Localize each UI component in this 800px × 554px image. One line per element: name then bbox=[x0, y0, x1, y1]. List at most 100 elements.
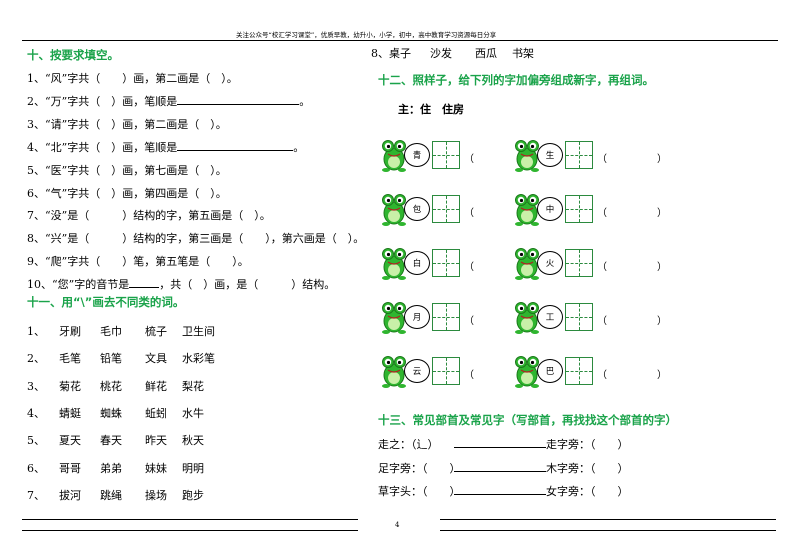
writing-grid[interactable] bbox=[432, 141, 460, 169]
word-option[interactable]: 蜻蜓 bbox=[59, 406, 81, 420]
footer-rule-left-2 bbox=[22, 530, 358, 531]
word-answer-paren[interactable]: （ ） bbox=[464, 262, 534, 273]
word-option[interactable]: 操场 bbox=[145, 488, 167, 502]
word-answer-paren[interactable]: （ ） bbox=[597, 208, 667, 219]
fill-item-4: 4、“北”字共（ ）画，笔顺是。 bbox=[27, 140, 305, 154]
base-character: 白 bbox=[404, 251, 430, 275]
word-option[interactable]: 蜘蛛 bbox=[100, 406, 122, 420]
word-option[interactable]: 鲜花 bbox=[145, 379, 167, 393]
writing-grid[interactable] bbox=[432, 357, 460, 385]
base-character: 中 bbox=[537, 197, 563, 221]
word-option[interactable]: 妹妹 bbox=[145, 461, 167, 475]
frog-icon bbox=[515, 353, 539, 393]
word-row-6: 6、哥哥弟弟妹妹明明 bbox=[27, 461, 204, 475]
word-option[interactable]: 毛巾 bbox=[100, 325, 122, 338]
radical-row-1: 走之：（辶）走字旁：（ ） bbox=[378, 437, 629, 451]
word-option[interactable]: 文具 bbox=[145, 352, 167, 366]
frog-icon bbox=[382, 353, 406, 393]
word-answer-paren[interactable]: （ ） bbox=[597, 316, 667, 327]
word-option[interactable]: 昨天 bbox=[145, 434, 167, 448]
section-10-title: 十、按要求填空。 bbox=[27, 48, 119, 62]
word-answer-paren[interactable]: （ ） bbox=[464, 316, 534, 327]
base-character: 生 bbox=[537, 143, 563, 167]
word-option[interactable]: 桃花 bbox=[100, 379, 122, 393]
answer-blank[interactable] bbox=[177, 140, 294, 151]
base-character: 云 bbox=[404, 359, 430, 383]
frog-icon bbox=[515, 191, 539, 231]
word-option[interactable]: 卫生间 bbox=[182, 325, 215, 338]
base-character: 巴 bbox=[537, 359, 563, 383]
frog-icon bbox=[382, 137, 406, 177]
fill-item-1: 1、“风”字共（ ）画，第二画是（ ）。 bbox=[27, 72, 238, 85]
word-row-5: 5、夏天春天昨天秋天 bbox=[27, 434, 204, 448]
writing-grid[interactable] bbox=[565, 303, 593, 331]
frog-icon bbox=[382, 245, 406, 285]
frog-icon bbox=[515, 245, 539, 285]
footer-rule-left bbox=[22, 519, 358, 520]
word-option[interactable]: 哥哥 bbox=[59, 461, 81, 475]
base-character: 包 bbox=[404, 197, 430, 221]
answer-blank[interactable] bbox=[129, 277, 160, 289]
word-answer-paren[interactable]: （ ） bbox=[464, 370, 534, 381]
word-row-8: 8、桌子沙发西瓜书架 bbox=[371, 47, 534, 60]
base-character: 工 bbox=[537, 305, 563, 329]
section-12-example: 主：住 住房 bbox=[398, 103, 464, 116]
radical-answer-line[interactable] bbox=[454, 484, 546, 495]
radical-row-2: 足字旁：（ ）木字旁：（ ） bbox=[378, 461, 629, 475]
word-option[interactable]: 跳绳 bbox=[100, 488, 122, 502]
fill-item-10: 10、“您”字的音节是，共（ ）画，是（ ）结构。 bbox=[27, 277, 336, 292]
fill-item-2: 2、“万”字共（ ）画，笔顺是。 bbox=[27, 94, 311, 108]
radical-answer-line[interactable] bbox=[454, 437, 546, 448]
fill-item-6: 6、“气”字共（ ）画，第四画是（ ）。 bbox=[27, 186, 227, 200]
word-row-7: 7、拔河跳绳操场跑步 bbox=[27, 488, 204, 502]
writing-grid[interactable] bbox=[432, 195, 460, 223]
base-character: 火 bbox=[537, 251, 563, 275]
word-option[interactable]: 水彩笔 bbox=[182, 352, 215, 366]
base-character: 月 bbox=[404, 305, 430, 329]
fill-item-9: 9、“爬”字共（ ）笔，第五笔是（ ）。 bbox=[27, 255, 249, 269]
header-rule bbox=[22, 40, 778, 41]
word-option[interactable]: 水牛 bbox=[182, 406, 204, 420]
writing-grid[interactable] bbox=[432, 303, 460, 331]
word-option[interactable]: 铅笔 bbox=[100, 352, 122, 366]
word-option[interactable]: 秋天 bbox=[182, 434, 204, 448]
word-row-2: 2、毛笔铅笔文具水彩笔 bbox=[27, 352, 215, 366]
word-option[interactable]: 梨花 bbox=[182, 379, 204, 393]
section-11-title: 十一、用“\”画去不同类的词。 bbox=[27, 295, 185, 309]
writing-grid[interactable] bbox=[565, 195, 593, 223]
word-option[interactable]: 毛笔 bbox=[59, 352, 81, 366]
fill-item-7: 7、“没”是（ ）结构的字，第五画是（ ）。 bbox=[27, 209, 271, 223]
word-option[interactable]: 蚯蚓 bbox=[145, 406, 167, 420]
word-option[interactable]: 弟弟 bbox=[100, 461, 122, 475]
radical-answer-line[interactable] bbox=[454, 461, 546, 472]
frog-icon bbox=[515, 299, 539, 339]
frog-icon bbox=[515, 137, 539, 177]
writing-grid[interactable] bbox=[565, 357, 593, 385]
word-option[interactable]: 菊花 bbox=[59, 379, 81, 393]
writing-grid[interactable] bbox=[432, 249, 460, 277]
writing-grid[interactable] bbox=[565, 141, 593, 169]
answer-blank[interactable] bbox=[177, 94, 300, 105]
word-option[interactable]: 牙刷 bbox=[59, 325, 81, 338]
word-row-4: 4、蜻蜓蜘蛛蚯蚓水牛 bbox=[27, 406, 204, 420]
word-answer-paren[interactable]: （ ） bbox=[464, 154, 534, 165]
footer-rule-right-2 bbox=[440, 530, 776, 531]
fill-item-8: 8、“兴”是（ ）结构的字，第三画是（ ），第六画是（ ）。 bbox=[27, 232, 365, 246]
word-answer-paren[interactable]: （ ） bbox=[464, 208, 534, 219]
word-answer-paren[interactable]: （ ） bbox=[597, 262, 667, 273]
word-option[interactable]: 跑步 bbox=[182, 488, 204, 502]
page-number: 4 bbox=[395, 521, 400, 529]
section-12-title: 十二、照样子，给下列的字加偏旁组成新字，再组词。 bbox=[378, 73, 654, 87]
word-answer-paren[interactable]: （ ） bbox=[597, 370, 667, 381]
word-option[interactable]: 拔河 bbox=[59, 488, 81, 502]
writing-grid[interactable] bbox=[565, 249, 593, 277]
section-13-title: 十三、常见部首及常见字（写部首，再找找这个部首的字） bbox=[378, 413, 677, 427]
word-option[interactable]: 夏天 bbox=[59, 434, 81, 448]
footer-rule-right bbox=[440, 519, 776, 520]
word-row-3: 3、菊花桃花鲜花梨花 bbox=[27, 379, 204, 393]
word-option[interactable]: 明明 bbox=[182, 461, 204, 475]
word-option[interactable]: 春天 bbox=[100, 434, 122, 448]
fill-item-3: 3、“请”字共（ ）画，第二画是（ ）。 bbox=[27, 117, 227, 131]
word-answer-paren[interactable]: （ ） bbox=[597, 154, 667, 165]
word-option[interactable]: 梳子 bbox=[145, 325, 167, 338]
